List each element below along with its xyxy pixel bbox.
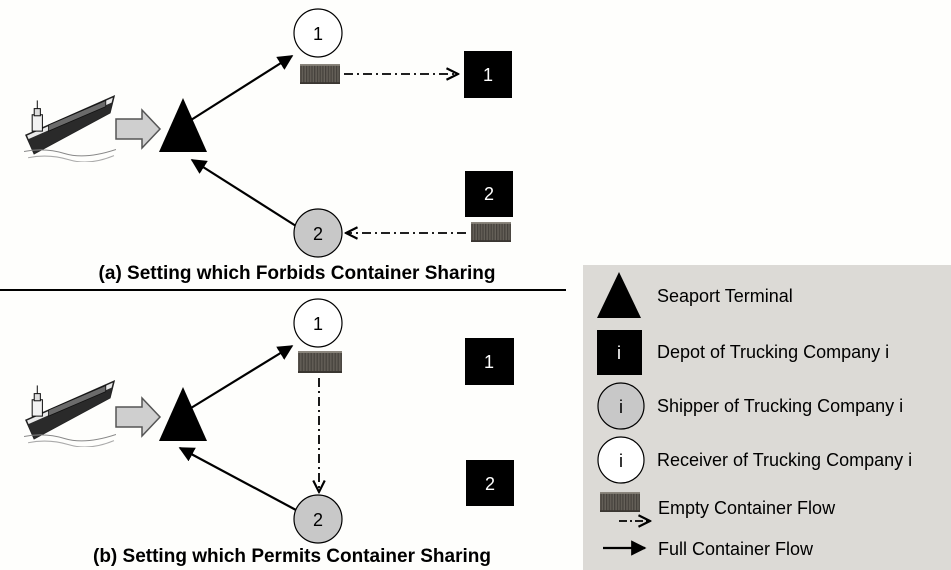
legend-empty-flow-label: Empty Container Flow bbox=[658, 498, 836, 518]
full-flow-arrow-to-receiver bbox=[190, 55, 294, 121]
seaport-terminal-icon bbox=[597, 272, 641, 318]
legend-receiver-symbol: i bbox=[619, 451, 623, 471]
block-arrow-icon bbox=[115, 108, 162, 150]
depot-1-label: 1 bbox=[484, 352, 494, 372]
container-icon bbox=[600, 492, 640, 512]
depot-icon bbox=[597, 330, 642, 375]
shipper-2-label: 2 bbox=[313, 510, 323, 530]
legend-depot-symbol: i bbox=[617, 343, 621, 363]
block-arrow-icon bbox=[115, 396, 162, 438]
legend-depot-label: Depot of Trucking Company i bbox=[657, 342, 889, 362]
seaport-terminal-icon bbox=[159, 98, 207, 152]
depot-2-label: 2 bbox=[484, 184, 494, 204]
container-icon bbox=[298, 351, 342, 373]
receiver-1-label: 1 bbox=[313, 24, 323, 44]
depot-2-node bbox=[465, 171, 513, 217]
shipper-2-node bbox=[293, 208, 343, 258]
depot-1-label: 1 bbox=[483, 65, 493, 85]
legend-shipper-symbol: i bbox=[619, 397, 623, 417]
receiver-1-node bbox=[293, 298, 343, 348]
shipper-2-label: 2 bbox=[313, 224, 323, 244]
container-icon bbox=[471, 222, 511, 242]
legend-seaport-label: Seaport Terminal bbox=[657, 286, 793, 306]
container-icon bbox=[300, 64, 340, 84]
seaport-terminal-icon bbox=[159, 387, 207, 441]
legend-shipper-label: Shipper of Trucking Company i bbox=[657, 396, 903, 416]
panel-b-caption: (b) Setting which Permits Container Shar… bbox=[93, 546, 491, 567]
full-flow-arrow-from-shipper bbox=[178, 447, 297, 511]
depot-2-label: 2 bbox=[485, 474, 495, 494]
shipper-2-node bbox=[293, 494, 343, 544]
depot-1-node bbox=[464, 51, 512, 98]
panel-b: 1 1 2 2 (b) Setting which Permits Contai… bbox=[24, 298, 514, 567]
shipper-icon bbox=[597, 382, 645, 430]
depot-1-node bbox=[465, 338, 514, 385]
panel-a: 1 1 2 2 (a) Setting which Forbids Contai… bbox=[24, 8, 513, 284]
ship-icon bbox=[24, 95, 116, 162]
full-flow-arrow-to-receiver bbox=[190, 345, 294, 409]
depot-2-node bbox=[466, 460, 514, 506]
ship-icon bbox=[24, 380, 116, 447]
full-flow-arrow-from-shipper bbox=[190, 159, 297, 227]
receiver-1-label: 1 bbox=[313, 314, 323, 334]
legend: Seaport Terminal i Depot of Trucking Com… bbox=[583, 265, 951, 570]
legend-receiver-label: Receiver of Trucking Company i bbox=[657, 450, 912, 470]
panel-a-caption: (a) Setting which Forbids Container Shar… bbox=[99, 263, 496, 284]
receiver-icon bbox=[597, 436, 645, 484]
receiver-1-node bbox=[293, 8, 343, 58]
legend-full-flow-label: Full Container Flow bbox=[658, 539, 814, 559]
